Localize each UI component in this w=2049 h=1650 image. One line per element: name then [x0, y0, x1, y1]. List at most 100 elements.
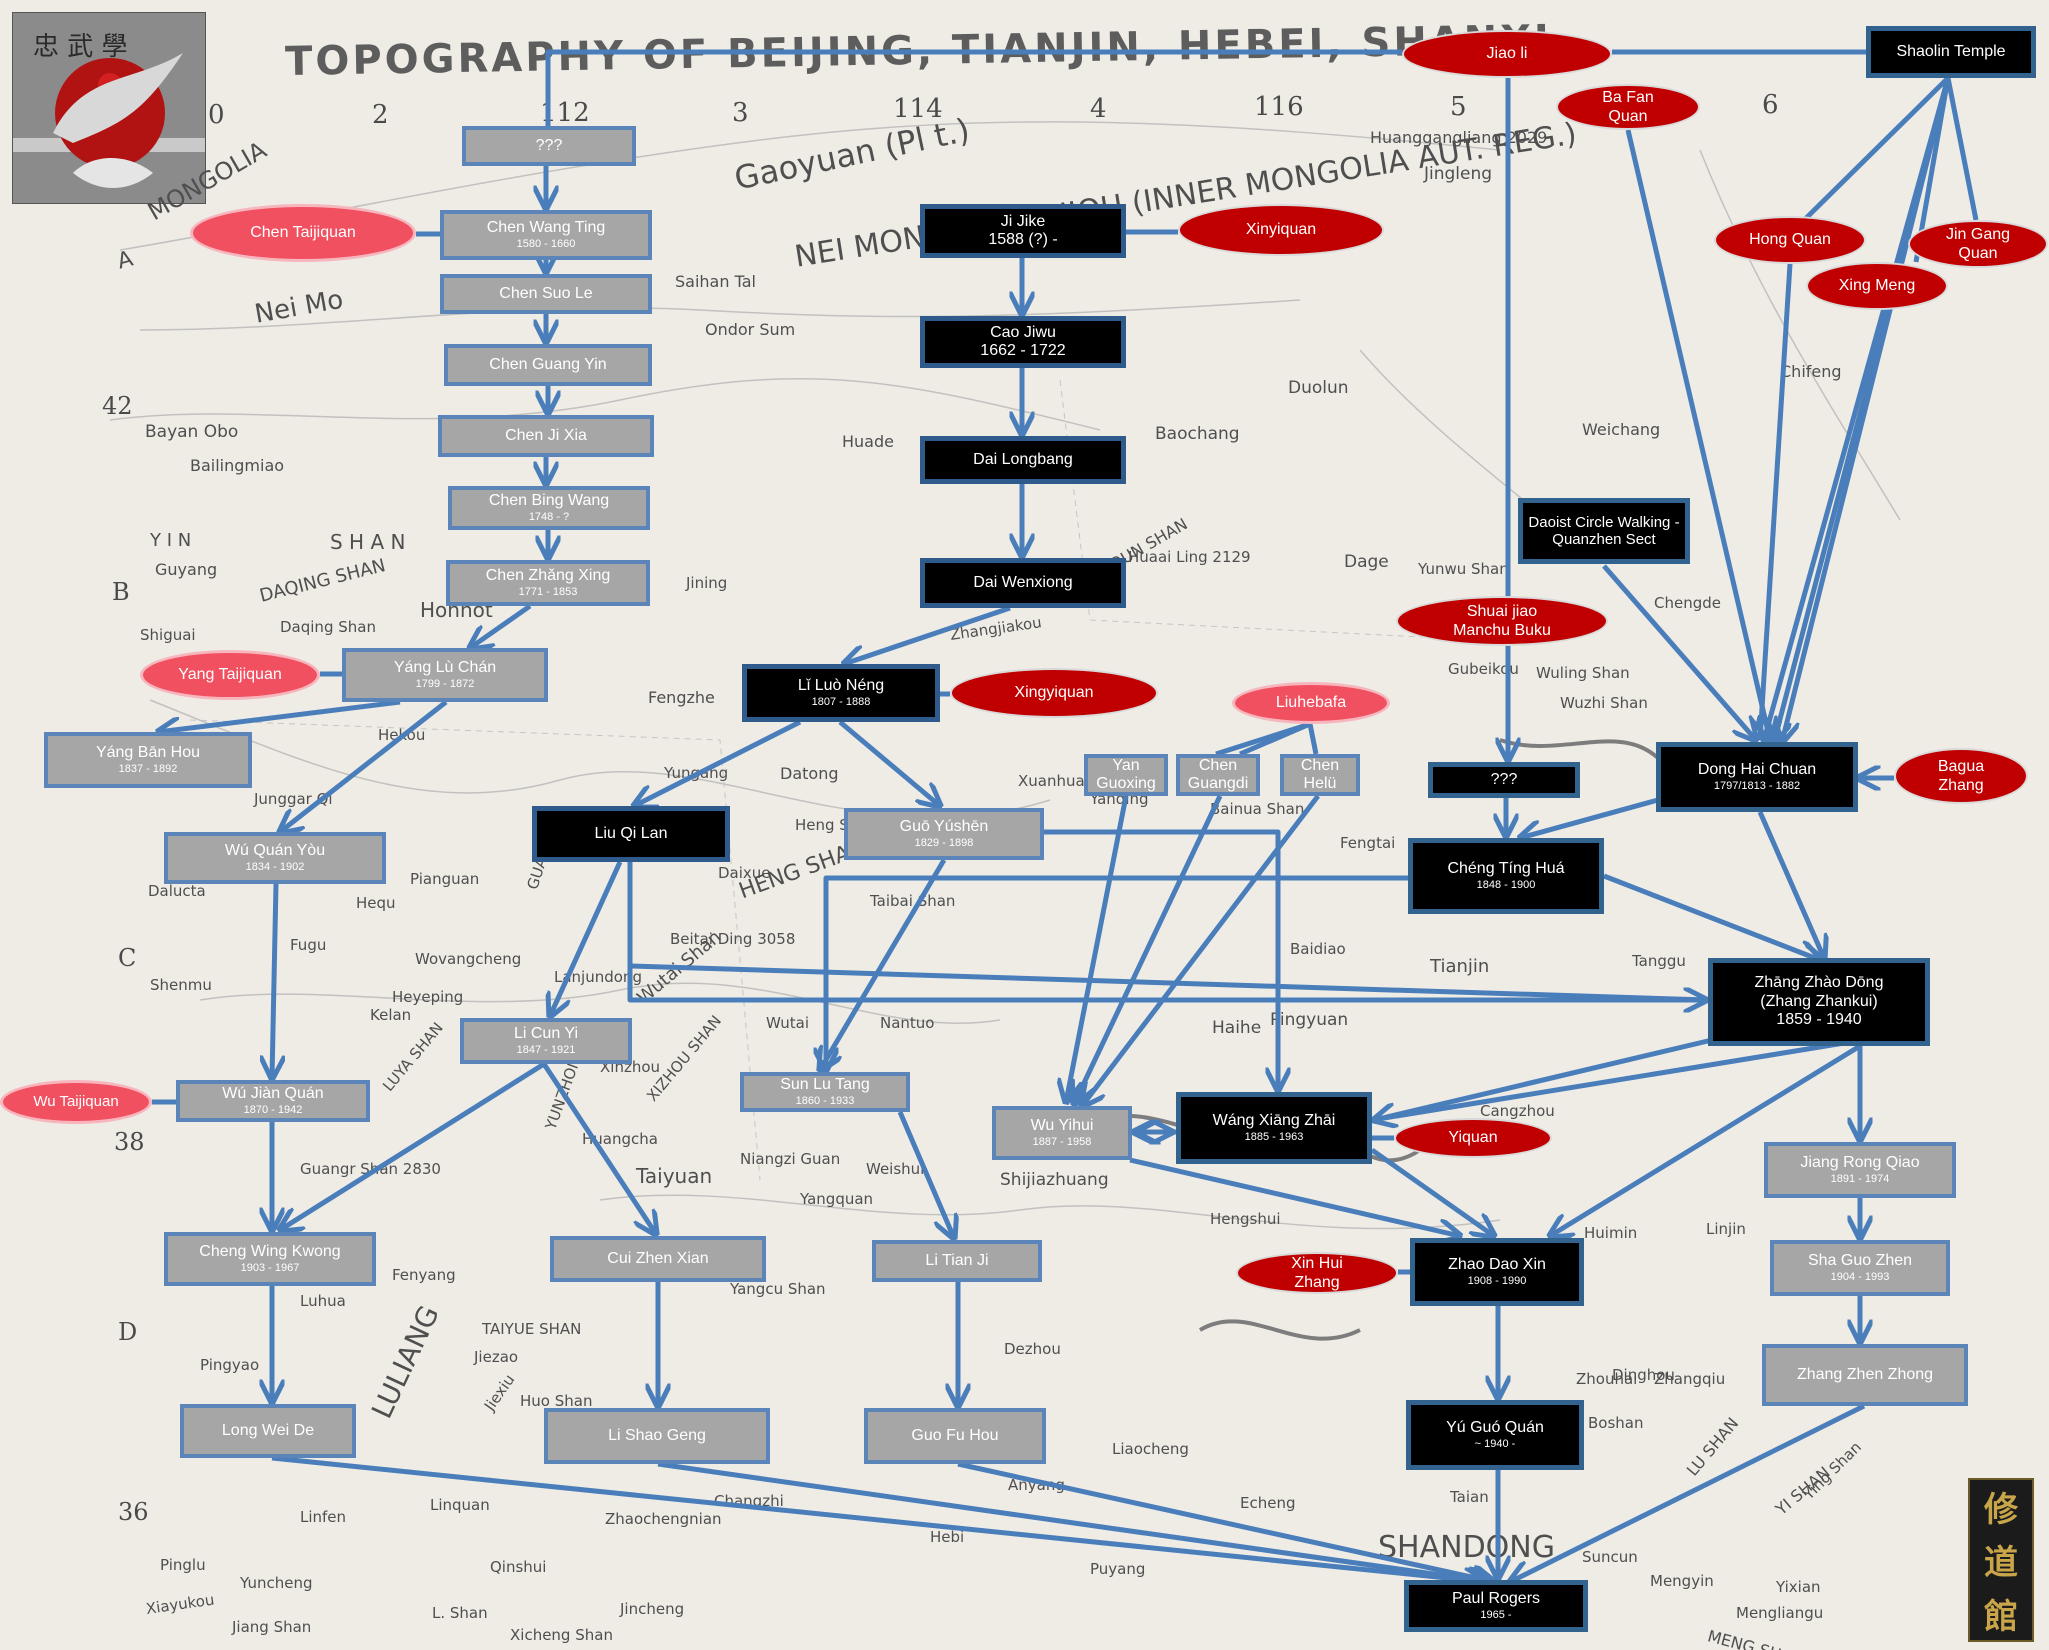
node-li-shao-geng[interactable]: Li Shao Geng	[544, 1408, 770, 1464]
style-hong-quan[interactable]: Hong Quan	[1714, 216, 1866, 264]
map-place-label: Hengshui	[1210, 1210, 1281, 1228]
map-place-label: Taian	[1450, 1488, 1489, 1506]
style-liuhebafa[interactable]: Liuhebafa	[1232, 682, 1390, 724]
node-long-wei-de[interactable]: Long Wei De	[180, 1404, 356, 1458]
grid-tick: B	[112, 578, 130, 606]
grid-tick: 6	[1762, 90, 1779, 120]
map-place-label: Wutai	[766, 1014, 810, 1032]
node-yang-lu-chan[interactable]: Yáng Lù Chán 1799 - 1872	[342, 648, 548, 702]
node-chen-guang-yin[interactable]: Chen Guang Yin	[444, 344, 652, 386]
style-xing-meng[interactable]: Xing Meng	[1806, 262, 1948, 310]
node-li-tian-ji[interactable]: Li Tian Ji	[872, 1240, 1042, 1282]
map-place-label: Yixian	[1776, 1578, 1821, 1596]
node-yu-guo-quan[interactable]: Yú Guó Quán ~ 1940 -	[1406, 1400, 1584, 1470]
style-yang-taijiquan[interactable]: Yang Taijiquan	[140, 650, 320, 700]
node-cheng-ting-hua[interactable]: Chéng Tíng Huá 1848 - 1900	[1408, 838, 1604, 914]
map-place-label: Bainua Shan	[1210, 800, 1305, 818]
node-wang-xiang-zhai[interactable]: Wáng Xiāng Zhāi 1885 - 1963	[1176, 1092, 1372, 1164]
node-chen-suo-le[interactable]: Chen Suo Le	[440, 274, 652, 314]
node-name: Dai Longbang	[973, 450, 1073, 468]
node-dates: 1887 - 1958	[1032, 1135, 1092, 1148]
map-place-label: Fengtai	[1340, 834, 1396, 852]
map-place-label: Huangcha	[582, 1130, 658, 1148]
node-guo-yushen[interactable]: Guō Yúshēn 1829 - 1898	[844, 808, 1044, 860]
map-place-label: SHANDONG	[1378, 1530, 1555, 1565]
node-name: ???	[535, 136, 563, 154]
node-yang-ban-hou[interactable]: Yáng Bān Hou 1837 - 1892	[44, 732, 252, 788]
map-place-label: Boshan	[1588, 1414, 1644, 1432]
map-place-label: Guangr Shan 2830	[300, 1160, 441, 1178]
map-place-label: Yuncheng	[240, 1574, 313, 1592]
node-guo-fu-hou[interactable]: Guo Fu Hou	[864, 1408, 1046, 1464]
node-dates: 1859 - 1940	[1776, 1011, 1862, 1029]
style-chen-taijiquan[interactable]: Chen Taijiquan	[190, 204, 416, 262]
node-name: Cheng Wing Kwong	[199, 1243, 341, 1261]
node-alt-name: (Zhang Zhankui)	[1760, 992, 1878, 1010]
node-chen-guangdi[interactable]: Chen Guangdi	[1176, 754, 1260, 796]
style-jin-gang-quan[interactable]: Jin Gang Quan	[1908, 220, 2048, 268]
style-bagua-zhang[interactable]: Bagua Zhang	[1894, 748, 2028, 804]
node-chen-wang-ting[interactable]: Chen Wang Ting 1580 - 1660	[440, 210, 652, 260]
node-ji-jike[interactable]: Ji Jike 1588 (?) -	[920, 204, 1126, 258]
node-sun-lu-tang[interactable]: Sun Lu Tang 1860 - 1933	[740, 1072, 910, 1112]
map-place-label: Weichang	[1582, 420, 1661, 439]
style-yiquan[interactable]: Yiquan	[1394, 1118, 1552, 1158]
node-dates: 1588 (?) -	[988, 231, 1058, 248]
style-xin-hui-zhang[interactable]: Xin Hui Zhang	[1236, 1252, 1398, 1294]
node-daoist-circle[interactable]: Daoist Circle Walking - Quanzhen Sect	[1518, 498, 1690, 564]
node-unknown-mid[interactable]: ???	[1428, 762, 1580, 798]
node-sha-guo-zhen[interactable]: Sha Guo Zhen 1904 - 1993	[1770, 1240, 1950, 1296]
style-label: Xing Meng	[1838, 277, 1916, 295]
map-place-label: Dezhou	[1004, 1340, 1061, 1358]
node-liu-qi-lan[interactable]: Liu Qi Lan	[532, 806, 730, 862]
node-cheng-wing-kwong[interactable]: Cheng Wing Kwong 1903 - 1967	[164, 1232, 376, 1286]
node-wu-jian-quan[interactable]: Wú Jiàn Quán 1870 - 1942	[176, 1080, 370, 1122]
node-chen-ji-xia[interactable]: Chen Ji Xia	[438, 415, 654, 457]
map-place-label: Liaocheng	[1112, 1440, 1189, 1458]
node-chen-zhang-xing[interactable]: Chen Zhǎng Xing 1771 - 1853	[446, 560, 650, 606]
style-xinyiquan[interactable]: Xinyiquan	[1178, 204, 1384, 256]
style-ba-fan-quan[interactable]: Ba Fan Quan	[1556, 84, 1700, 130]
node-cao-jiwu[interactable]: Cao Jiwu 1662 - 1722	[920, 316, 1126, 368]
node-zhang-zhen-zhong[interactable]: Zhang Zhen Zhong	[1762, 1344, 1968, 1406]
node-name: Yáng Bān Hou	[95, 744, 201, 762]
node-li-cun-yi[interactable]: Li Cun Yi 1847 - 1921	[460, 1018, 632, 1064]
style-label: Liuhebafa	[1275, 694, 1347, 712]
node-chen-helu[interactable]: Chen Helü	[1280, 754, 1360, 796]
node-wu-quan-you[interactable]: Wú Quán Yòu 1834 - 1902	[164, 832, 386, 884]
node-li-luo-neng[interactable]: Lǐ Luò Néng 1807 - 1888	[742, 664, 940, 722]
node-dates: 1848 - 1900	[1476, 878, 1536, 891]
node-shaolin-temple[interactable]: Shaolin Temple	[1866, 26, 2036, 78]
node-dai-longbang[interactable]: Dai Longbang	[920, 436, 1126, 484]
node-chen-bing-wang[interactable]: Chen Bing Wang 1748 - ?	[448, 486, 650, 530]
map-place-label: Nantuo	[880, 1014, 935, 1032]
map-place-label: Guyang	[155, 560, 218, 579]
node-name: Wú Quán Yòu	[224, 842, 326, 860]
style-jiao-li[interactable]: Jiao li	[1402, 30, 1612, 78]
style-label: Xingyiquan	[1014, 684, 1094, 702]
grid-tick: 42	[102, 392, 133, 420]
node-yan-guoxing[interactable]: Yan Guoxing	[1084, 754, 1168, 796]
node-wu-yihui[interactable]: Wu Yihui 1887 - 1958	[992, 1106, 1132, 1160]
node-jiang-rong-qiao[interactable]: Jiang Rong Qiao 1891 - 1974	[1764, 1142, 1956, 1198]
style-xingyiquan[interactable]: Xingyiquan	[950, 668, 1158, 718]
map-place-label: Jincheng	[620, 1600, 685, 1618]
node-dong-hai-chuan[interactable]: Dong Hai Chuan 1797/1813 - 1882	[1656, 742, 1858, 812]
style-shuai-jiao[interactable]: Shuai jiao Manchu Buku	[1396, 596, 1608, 646]
node-name: Zhāng Zhào Dōng	[1754, 974, 1884, 992]
node-paul-rogers[interactable]: Paul Rogers 1965 -	[1404, 1580, 1588, 1632]
node-name: Ji Jike	[1000, 212, 1046, 230]
node-zhang-zhao-dong[interactable]: Zhāng Zhào Dōng (Zhang Zhankui) 1859 - 1…	[1708, 958, 1930, 1046]
seal-char-1: 修	[1984, 1490, 2018, 1531]
node-dai-wenxiong[interactable]: Dai Wenxiong	[920, 558, 1126, 608]
map-place-label: Yangquan	[800, 1190, 874, 1208]
node-name: ???	[1490, 770, 1518, 788]
node-zhao-dao-xin[interactable]: Zhao Dao Xin 1908 - 1990	[1410, 1238, 1584, 1306]
map-place-label: Weishui	[866, 1160, 925, 1178]
map-place-label: L. Shan	[432, 1604, 488, 1622]
grid-tick: 116	[1254, 92, 1304, 122]
node-unknown-top[interactable]: ???	[462, 126, 636, 166]
node-cui-zhen-xian[interactable]: Cui Zhen Xian	[550, 1236, 766, 1282]
style-wu-taijiquan[interactable]: Wu Taijiquan	[0, 1080, 152, 1124]
node-name: Guō Yúshēn	[899, 818, 989, 836]
